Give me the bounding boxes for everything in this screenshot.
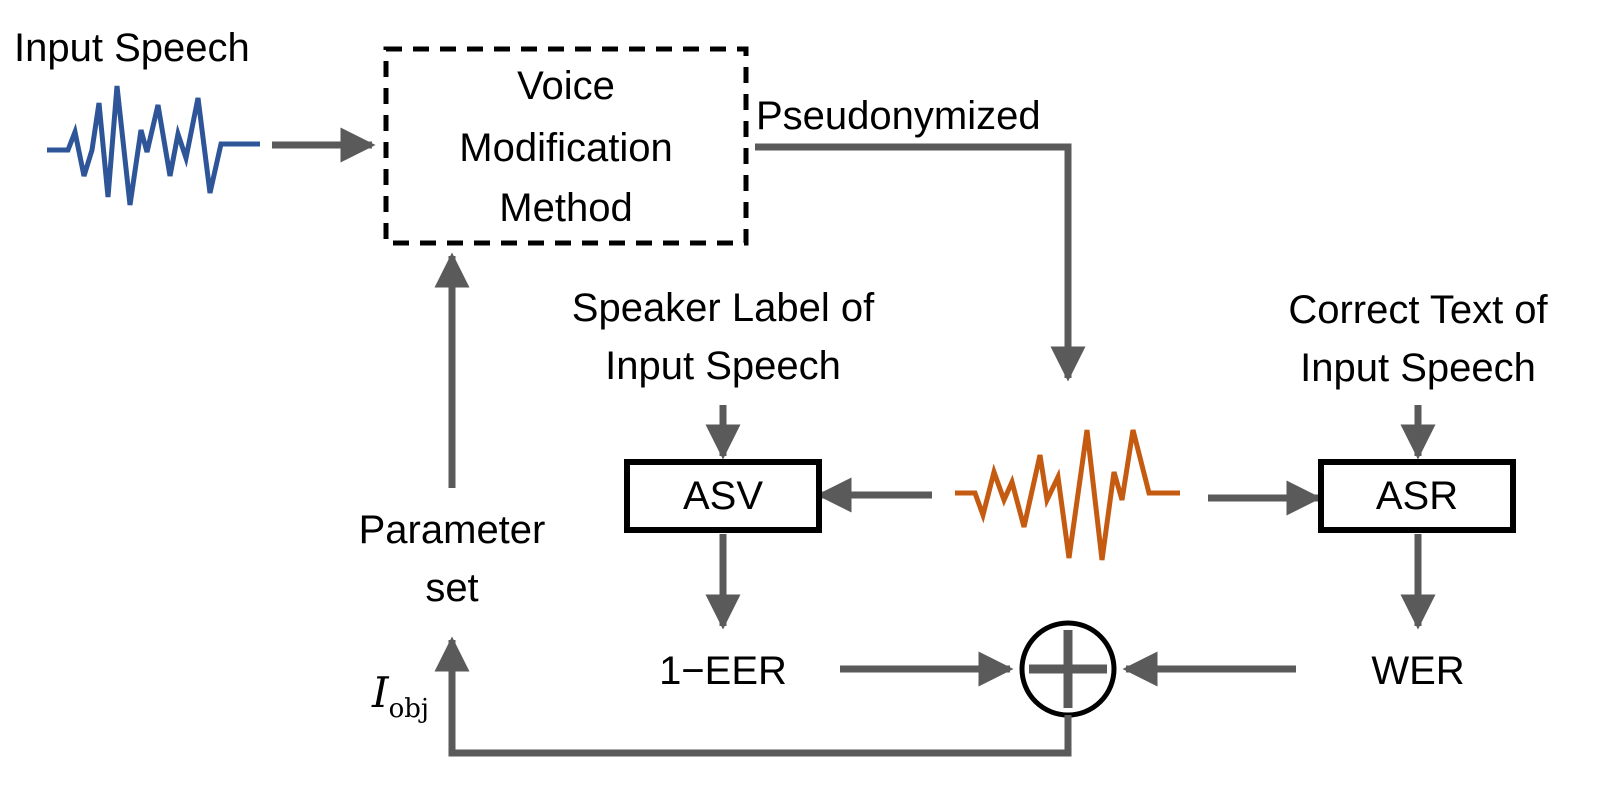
input-speech-label: Input Speech	[14, 26, 250, 70]
arrow-modifier-to-pseudonymized-speech	[755, 143, 1086, 382]
asr-label: ASR	[1375, 473, 1459, 518]
arrow-sum-to-parameter-set	[434, 636, 1072, 757]
objective-symbol: I	[372, 668, 389, 717]
input-waveform-icon	[47, 85, 260, 206]
speaker-label-line-2: Input Speech	[605, 344, 841, 388]
wer-label: WER	[1371, 649, 1465, 693]
pseudonymized-label: Pseudonymized	[756, 94, 1041, 138]
asr-box	[1318, 459, 1516, 533]
voice-modification-line-2: Modification	[459, 126, 673, 170]
voice-modification-line-1: Voice	[517, 64, 615, 108]
correct-text-line-2: Input Speech	[1300, 346, 1536, 390]
voice-modification-box	[383, 46, 749, 246]
parameter-set-line-2: set	[425, 566, 479, 610]
speaker-label-line-1: Speaker Label of	[571, 286, 875, 330]
objective-subscript: obj	[388, 694, 429, 724]
pseudonymized-waveform-icon	[955, 429, 1180, 561]
eer-label: 1−EER	[659, 649, 787, 693]
correct-text-line-1: Correct Text of	[1288, 288, 1548, 332]
parameter-set-line-1: Parameter	[358, 508, 546, 552]
objective-function-label: Iobj	[372, 668, 429, 724]
voice-modification-line-3: Method	[499, 186, 633, 230]
asv-box	[624, 459, 822, 533]
circled-plus-icon	[1019, 620, 1117, 718]
asv-label: ASV	[682, 473, 764, 518]
